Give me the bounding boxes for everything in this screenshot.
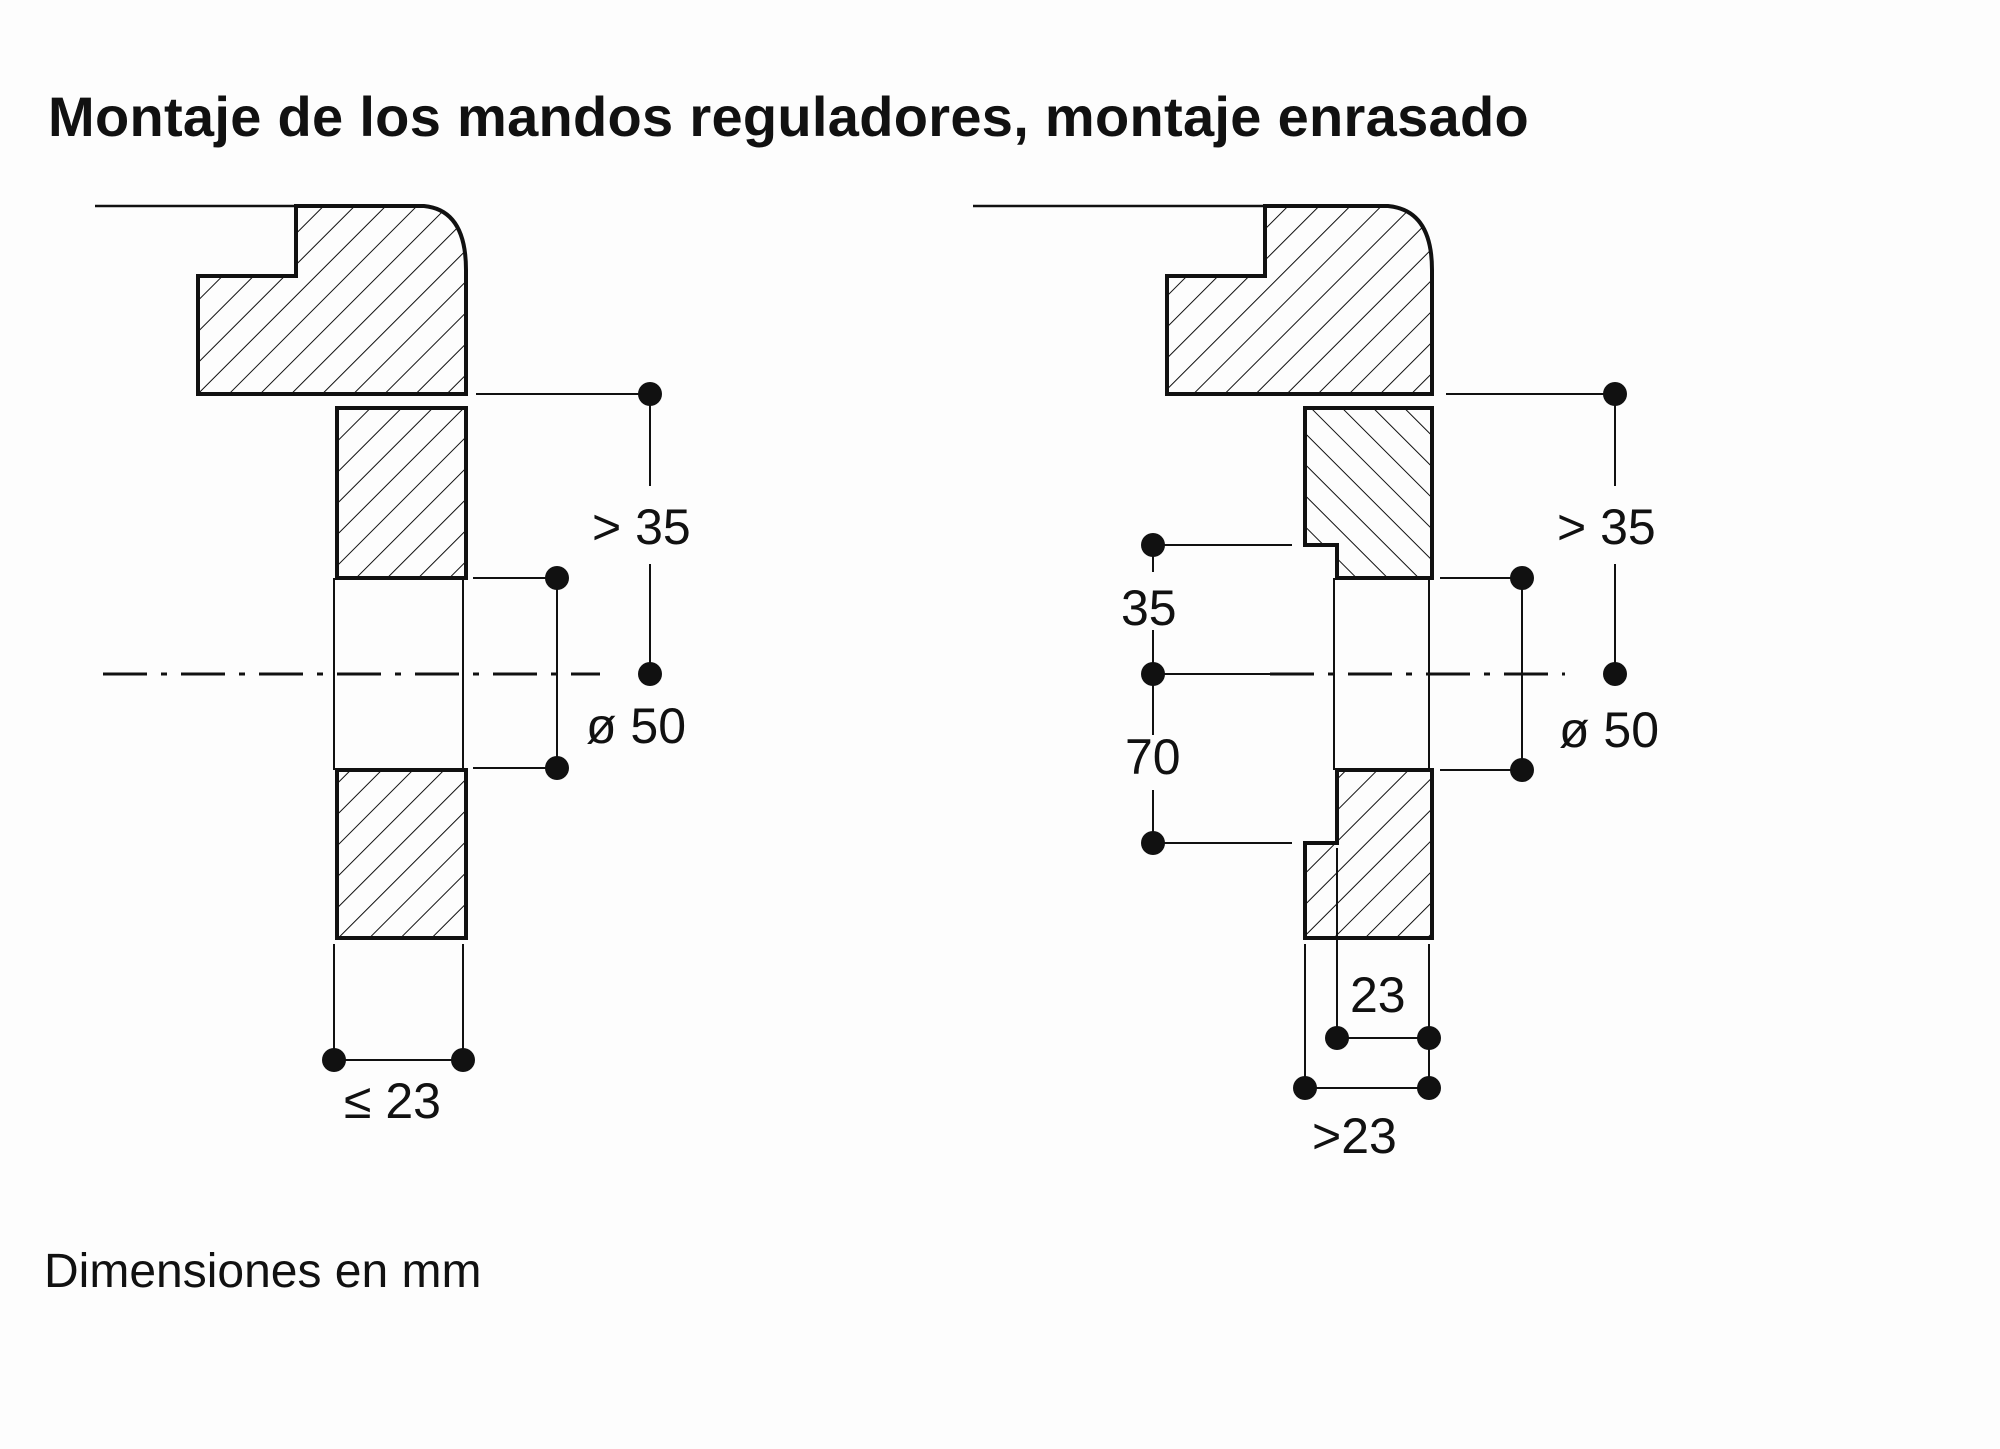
left-panel-lower xyxy=(335,768,468,940)
right-panel-upper xyxy=(1303,406,1434,580)
dim-dot xyxy=(1293,1076,1317,1100)
units-note: Dimensiones en mm xyxy=(44,1245,482,1298)
dim-dot xyxy=(1417,1026,1441,1050)
diagram-title: Montaje de los mandos reguladores, monta… xyxy=(48,85,1529,148)
right-countertop-section xyxy=(1165,204,1434,396)
dim-dot xyxy=(322,1048,346,1072)
dimension-dots xyxy=(322,382,1627,1100)
right-diagram xyxy=(973,204,1616,1089)
left-diagram xyxy=(95,204,651,1061)
right-dim-height-label: > 35 xyxy=(1557,499,1656,555)
dim-dot xyxy=(1325,1026,1349,1050)
dim-dot xyxy=(545,756,569,780)
right-dim-inner-width-label: 23 xyxy=(1350,967,1406,1023)
dim-dot xyxy=(1141,533,1165,557)
left-countertop-section xyxy=(196,204,468,396)
dim-dot xyxy=(1603,382,1627,406)
dim-dot xyxy=(1141,662,1165,686)
right-dim-diameter-label: ø 50 xyxy=(1559,702,1659,758)
dim-dot xyxy=(1141,831,1165,855)
dim-dot xyxy=(545,566,569,590)
dim-dot xyxy=(1603,662,1627,686)
dim-dot xyxy=(451,1048,475,1072)
dim-dot xyxy=(1417,1076,1441,1100)
dim-dot xyxy=(638,382,662,406)
right-dim-upper-label: 35 xyxy=(1121,580,1177,636)
right-dim-lower-label: 70 xyxy=(1125,729,1181,785)
left-dim-height-label: > 35 xyxy=(592,499,691,555)
right-dim-outer-width-label: >23 xyxy=(1312,1108,1397,1164)
right-panel-lower xyxy=(1303,768,1434,940)
left-panel-upper xyxy=(335,406,468,580)
dim-dot xyxy=(638,662,662,686)
dim-dot xyxy=(1510,566,1534,590)
left-dim-width-label: ≤ 23 xyxy=(344,1073,441,1129)
left-dim-diameter-label: ø 50 xyxy=(586,698,686,754)
dim-dot xyxy=(1510,758,1534,782)
